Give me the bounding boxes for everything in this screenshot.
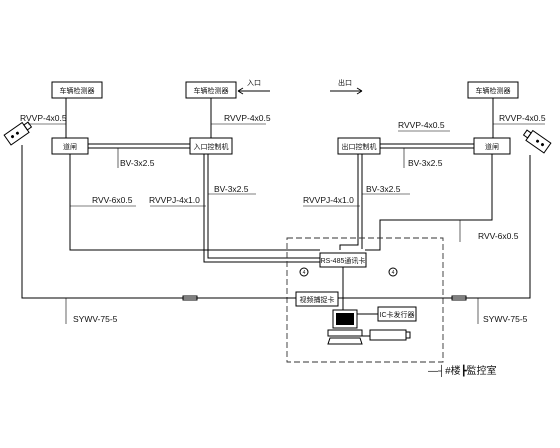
cable-bv-mid-right: BV-3x2.5 <box>366 184 401 194</box>
cable-rvv-right: RVV-6x0.5 <box>478 231 519 241</box>
coax-joint-right <box>451 295 467 301</box>
entry-label: 入口 <box>247 79 261 87</box>
cable-bv-left: BV-3x2.5 <box>120 158 155 168</box>
marker-right-circle <box>388 267 398 277</box>
wire-bv-right <box>380 143 474 149</box>
detector-left-label: 车辆检测器 <box>60 86 95 95</box>
wire-bv-left <box>88 143 190 149</box>
control-room-border <box>286 237 444 363</box>
entry-arrow-icon <box>237 87 270 95</box>
camera-right-icon <box>522 129 552 154</box>
rs485-card-label: RS-485通讯卡 <box>321 256 366 265</box>
wire-rvvpj-right <box>339 154 363 250</box>
cable-rvvp-top-mid: RVVP-4x0.5 <box>224 113 271 123</box>
exit-arrow-icon <box>330 87 363 95</box>
detector-right-label: 车辆检测器 <box>476 86 511 95</box>
video-card-label: 视频捕捉卡 <box>300 295 335 304</box>
wire-rvv-left <box>69 154 320 251</box>
wire-rvv-right <box>365 154 493 251</box>
marker-right-label: 4 <box>392 270 395 276</box>
video-card-box <box>295 291 339 307</box>
cable-rvv-left: RVV-6x0.5 <box>92 195 133 205</box>
cable-rvvpj-left: RVVPJ-4x1.0 <box>149 195 200 205</box>
cable-sywv-right: SYWV-75-5 <box>483 314 528 324</box>
cable-rvvp-top-left: RVVP-4x0.5 <box>20 113 67 123</box>
detector-left-box <box>51 81 103 99</box>
cable-bv-mid-left: BV-3x2.5 <box>214 184 249 194</box>
coax-joint-left <box>182 295 198 301</box>
wire-sywv-left <box>21 145 296 299</box>
exit-controller-label: 出口控制机 <box>342 142 377 151</box>
barrier-left-label: 道闸 <box>63 142 77 151</box>
control-room-label: —┤#楼┣監控室 <box>428 364 497 378</box>
wire-rvvpj-left <box>203 154 320 263</box>
cable-sywv-left: SYWV-75-5 <box>73 314 118 324</box>
detector-mid-label: 车辆检测器 <box>194 86 229 95</box>
cable-rvvp-top-right2: RVVP-4x0.5 <box>499 113 546 123</box>
entry-controller-label: 入口控制机 <box>194 142 229 151</box>
cable-rvvp-top-right1: RVVP-4x0.5 <box>398 120 445 130</box>
computer-icon <box>327 309 363 345</box>
marker-left-circle <box>299 267 309 277</box>
printer-icon <box>369 329 411 341</box>
marker-left-label: 4 <box>303 270 306 276</box>
ic-reader-label: IC卡发行器 <box>380 310 415 319</box>
exit-label: 出口 <box>338 78 352 87</box>
barrier-right-label: 道闸 <box>485 142 499 151</box>
exit-controller-box <box>337 137 381 155</box>
cable-rvvpj-right: RVVPJ-4x1.0 <box>303 195 354 205</box>
cable-bv-right: BV-3x2.5 <box>408 158 443 168</box>
camera-left-icon <box>3 121 33 146</box>
wire-sywv-right <box>338 155 531 299</box>
